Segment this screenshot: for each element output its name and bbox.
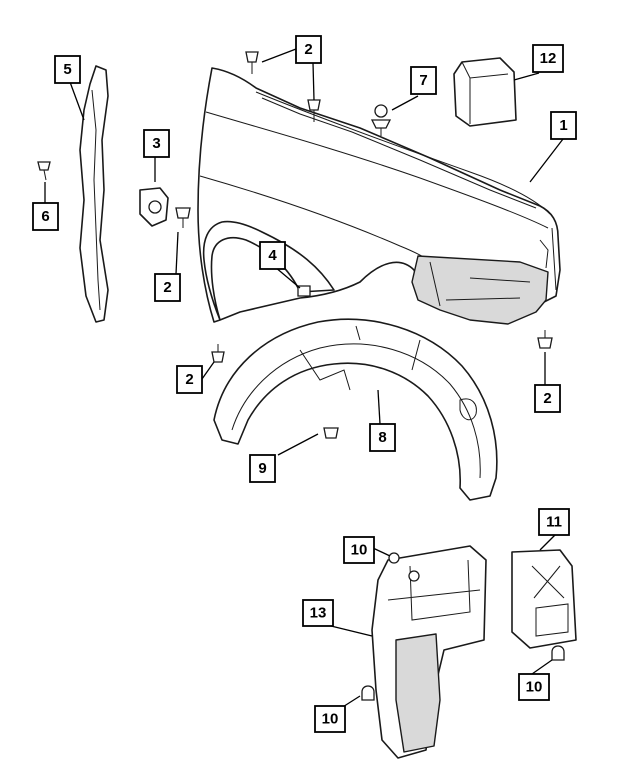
nut-part-4 — [297, 285, 311, 297]
callout-10-bottom-right: 10 — [518, 673, 550, 701]
svg-text:13: 13 — [310, 605, 327, 622]
bolt-parts-2 — [175, 51, 553, 363]
bolt-top-1 — [245, 51, 259, 74]
callout-9: 9 — [249, 454, 276, 483]
fender-part — [197, 67, 561, 325]
shield-part-11 — [511, 549, 577, 649]
leader-lines — [44, 48, 564, 711]
svg-text:7: 7 — [419, 72, 427, 89]
callouts: 1 2 2 2 2 2 3 4 5 6 7 8 9 10 10 10 11 12… — [32, 35, 577, 733]
svg-text:4: 4 — [268, 247, 277, 264]
svg-text:2: 2 — [185, 371, 193, 388]
svg-text:5: 5 — [63, 61, 71, 78]
callout-12: 12 — [532, 44, 564, 73]
svg-text:2: 2 — [543, 390, 551, 407]
bolt-lower-right — [537, 330, 553, 349]
callout-4: 4 — [259, 241, 286, 270]
seal-strip-part-5 — [79, 65, 109, 323]
bolt-mid — [175, 207, 191, 228]
svg-text:2: 2 — [163, 279, 171, 296]
svg-text:10: 10 — [322, 711, 339, 728]
callout-8: 8 — [369, 423, 396, 452]
callout-2-lower-left: 2 — [176, 365, 203, 394]
wheelhouse-liner-part-8 — [213, 318, 498, 501]
bolt-top-2 — [307, 99, 321, 122]
callout-2-lower-right: 2 — [534, 384, 561, 413]
screw-part-9 — [323, 427, 339, 439]
svg-text:10: 10 — [526, 679, 543, 696]
bracket-part-12 — [453, 57, 517, 127]
callout-1: 1 — [550, 111, 577, 140]
callout-7: 7 — [410, 66, 437, 95]
callout-2-top: 2 — [295, 35, 322, 64]
screw-part-6 — [37, 161, 51, 181]
svg-text:1: 1 — [559, 117, 567, 134]
svg-text:12: 12 — [540, 50, 557, 67]
svg-text:2: 2 — [304, 41, 312, 58]
callout-3: 3 — [143, 129, 170, 158]
callout-13: 13 — [302, 599, 334, 627]
callout-6: 6 — [32, 202, 59, 231]
svg-text:8: 8 — [378, 429, 386, 446]
callout-10-bottom-left: 10 — [314, 705, 346, 733]
callout-10-top: 10 — [343, 536, 375, 564]
svg-text:11: 11 — [546, 514, 562, 531]
callout-2-middle: 2 — [154, 273, 181, 302]
fasteners-part-10 — [361, 552, 565, 701]
svg-text:10: 10 — [351, 542, 368, 559]
splash-shield-part-13 — [371, 545, 487, 759]
callout-5: 5 — [54, 55, 81, 84]
bolt-lower-left — [211, 344, 225, 363]
svg-text:3: 3 — [152, 135, 160, 152]
fastener-part-7 — [370, 104, 392, 136]
svg-text:6: 6 — [41, 208, 49, 225]
callout-11: 11 — [538, 508, 570, 536]
clip-part-3 — [139, 187, 169, 227]
svg-text:9: 9 — [258, 460, 266, 477]
